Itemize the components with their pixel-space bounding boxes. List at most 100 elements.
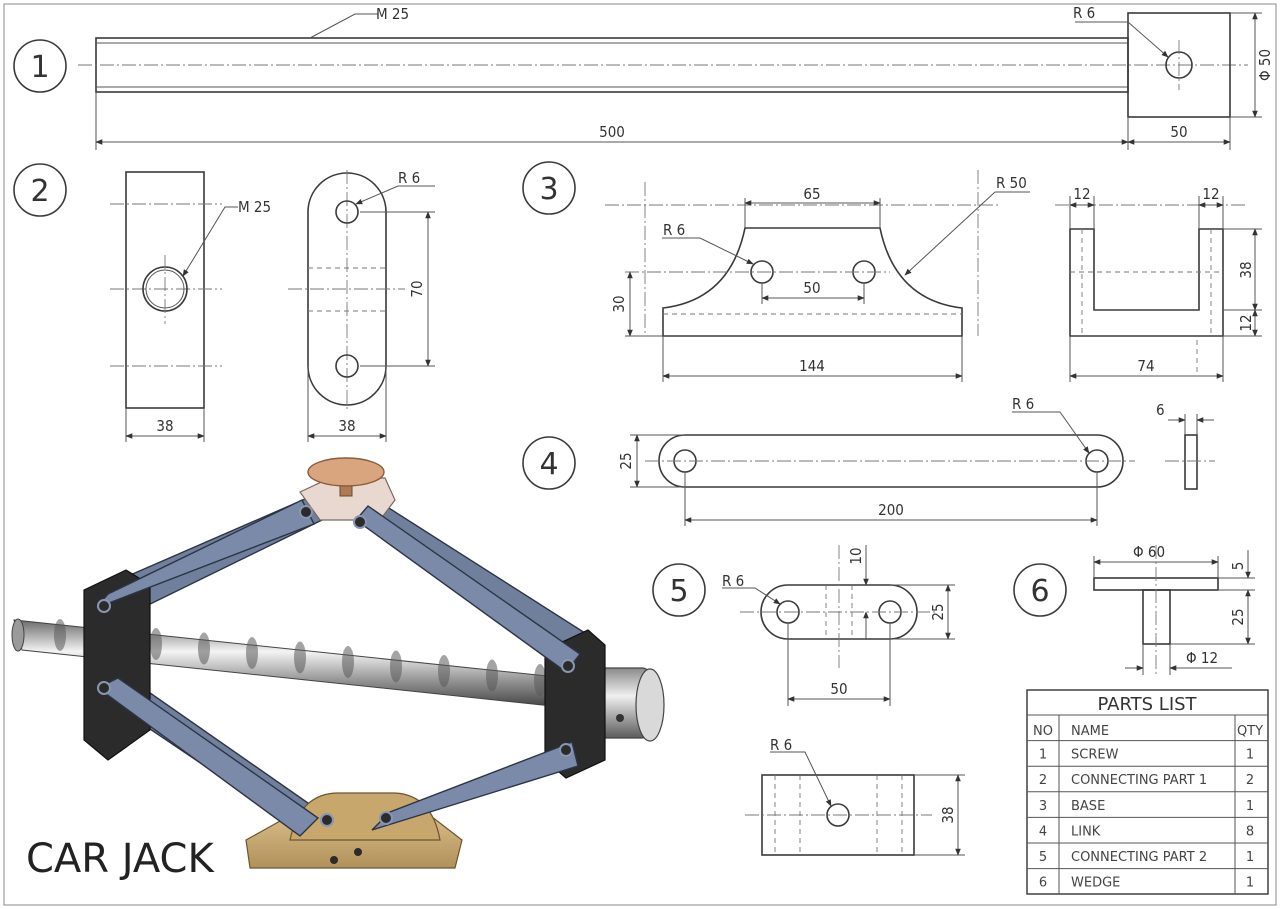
part3-wall-right-dim: 12: [1202, 185, 1219, 203]
base-front-view: [662, 227, 963, 337]
part3-wall-left-dim: 12: [1073, 185, 1090, 203]
screw-rod: [11, 618, 665, 742]
parts-list-cell-no: 3: [1039, 799, 1047, 814]
part-number-bubble: [1013, 563, 1067, 617]
part6-head-height-dim: 5: [1229, 562, 1247, 571]
part3-depth-dim: 74: [1137, 357, 1154, 375]
part5-depth-dim: 38: [939, 806, 957, 823]
parts-list-cell-qty: 1: [1246, 748, 1254, 763]
parts-list-header-name: NAME: [1071, 724, 1109, 739]
part-number-bubble: [522, 161, 576, 215]
part5-thickness-dim: 10: [847, 547, 865, 564]
part2-width-dim-a: 38: [156, 417, 173, 435]
part3-height-dim: 30: [610, 295, 628, 312]
part1-thread-dim: M 25: [376, 5, 409, 23]
part2-radius-dim: R 6: [398, 169, 420, 187]
part1-dia-dim: Φ 50: [1256, 49, 1274, 81]
part5-bottom-radius-dim: R 6: [770, 736, 792, 754]
parts-list-cell-no: 1: [1039, 748, 1047, 763]
part-number-bubble: [13, 163, 67, 217]
parts-list-cell-name: SCREW: [1071, 748, 1119, 763]
upper-front-left-link: [95, 499, 315, 609]
car-jack-title: CAR JACK: [26, 836, 215, 882]
part-number-bubble: [522, 436, 576, 490]
part-number-label: 1: [30, 50, 49, 85]
parts-list-cell-no: 2: [1039, 773, 1047, 788]
part4-radius-dim: R 6: [1012, 395, 1034, 413]
part-number-label: 5: [669, 574, 688, 609]
parts-list-row: 2 CONNECTING PART 1 2: [1039, 773, 1254, 788]
parts-list-cell-no: 6: [1039, 876, 1047, 891]
block-front-view: [125, 171, 205, 409]
parts-list-cell-name: CONNECTING PART 2: [1071, 850, 1207, 865]
part1-width-dim: 50: [1170, 123, 1187, 141]
parts-list-cell-name: BASE: [1071, 799, 1105, 814]
parts-list-row: 5 CONNECTING PART 2 1: [1039, 850, 1254, 865]
upper-front-right-link: [354, 505, 582, 673]
part3-top-width-dim: 65: [803, 185, 820, 203]
parts-list-cell-qty: 1: [1246, 850, 1254, 865]
part1-length-dim: 500: [599, 123, 625, 141]
part3-base-height-dim: 12: [1237, 314, 1255, 331]
part4-height-dim: 25: [617, 452, 635, 469]
part1-radius-dim: R 6: [1073, 4, 1095, 22]
parts-list-title: PARTS LIST: [1097, 694, 1197, 715]
part4-thickness-dim: 6: [1156, 401, 1165, 419]
part-number-label: 3: [539, 172, 558, 207]
part3-length-dim: 144: [799, 357, 825, 375]
part-3-base-view: 3 65 R 50 R 6 50 30 144: [522, 161, 1262, 382]
cap-stem: [1142, 589, 1171, 645]
part6-stem-height-dim: 25: [1229, 608, 1247, 625]
parts-list-cell-qty: 2: [1246, 773, 1254, 788]
parts-list-row: 1 SCREW 1: [1039, 748, 1254, 763]
part6-top-dia-dim: Φ 60: [1133, 543, 1165, 561]
part-1-screw-view: 1 M 25 R 6 500 50 Φ 50: [13, 4, 1274, 150]
part2-thread-dim: M 25: [238, 198, 271, 216]
part-number-bubble: [652, 563, 706, 617]
part-4-link-view: 4 R 6 25 200 6: [522, 395, 1215, 526]
parts-list-cell-name: WEDGE: [1071, 876, 1120, 891]
lower-front-right-link: [371, 741, 579, 831]
part5-pitch-dim: 50: [830, 680, 847, 698]
part-2-connecting-part-1-view: 2 M 25 38 R 6 70 38: [13, 163, 435, 442]
part-number-label: 2: [30, 174, 49, 209]
part-6-wedge-view: 6 Φ 60 5 25 Φ 12: [1013, 543, 1255, 675]
car-jack-3d-illustration: CAR JACK: [11, 457, 665, 882]
part5-height-dim: 25: [929, 603, 947, 620]
parts-list-cell-no: 5: [1039, 850, 1047, 865]
parts-list-header-no: NO: [1033, 724, 1053, 739]
base-side-view: [1069, 228, 1224, 337]
lift-cap: [307, 457, 385, 497]
part3-big-radius-dim: R 50: [996, 174, 1027, 192]
part-number-label: 4: [539, 447, 558, 482]
part6-stem-dia-dim: Φ 12: [1186, 649, 1218, 667]
screw-head: [1127, 12, 1231, 118]
parts-list-cell-qty: 1: [1246, 876, 1254, 891]
part2-width-dim-b: 38: [338, 417, 355, 435]
parts-list-cell-name: CONNECTING PART 1: [1071, 773, 1207, 788]
link-pins: [97, 505, 575, 827]
part3-wall-height-dim: 38: [1237, 261, 1255, 278]
parts-list-cell-qty: 8: [1246, 824, 1254, 839]
part5-radius-dim: R 6: [722, 572, 744, 590]
lower-front-left-link: [96, 677, 320, 837]
part3-radius-dim: R 6: [663, 221, 685, 239]
part-5-connecting-part-2-view: 5 10 R 6 25 50 R 6 38: [652, 545, 965, 856]
part2-height-dim: 70: [408, 280, 426, 297]
parts-list-cell-no: 4: [1039, 824, 1047, 839]
parts-list-cell-name: LINK: [1071, 824, 1101, 839]
parts-list-row: 4 LINK 8: [1039, 824, 1254, 839]
parts-list-row: 3 BASE 1: [1039, 799, 1254, 814]
part-number-bubble: [13, 39, 67, 93]
part4-length-dim: 200: [878, 501, 904, 519]
parts-list-row: 6 WEDGE 1: [1039, 876, 1254, 891]
part-number-label: 6: [1030, 574, 1049, 609]
link-side-view: [1184, 434, 1198, 490]
sheet-border: [3, 3, 1277, 906]
parts-list-header-qty: QTY: [1237, 724, 1263, 739]
parts-list-cell-qty: 1: [1246, 799, 1254, 814]
part3-hole-pitch-dim: 50: [803, 279, 820, 297]
